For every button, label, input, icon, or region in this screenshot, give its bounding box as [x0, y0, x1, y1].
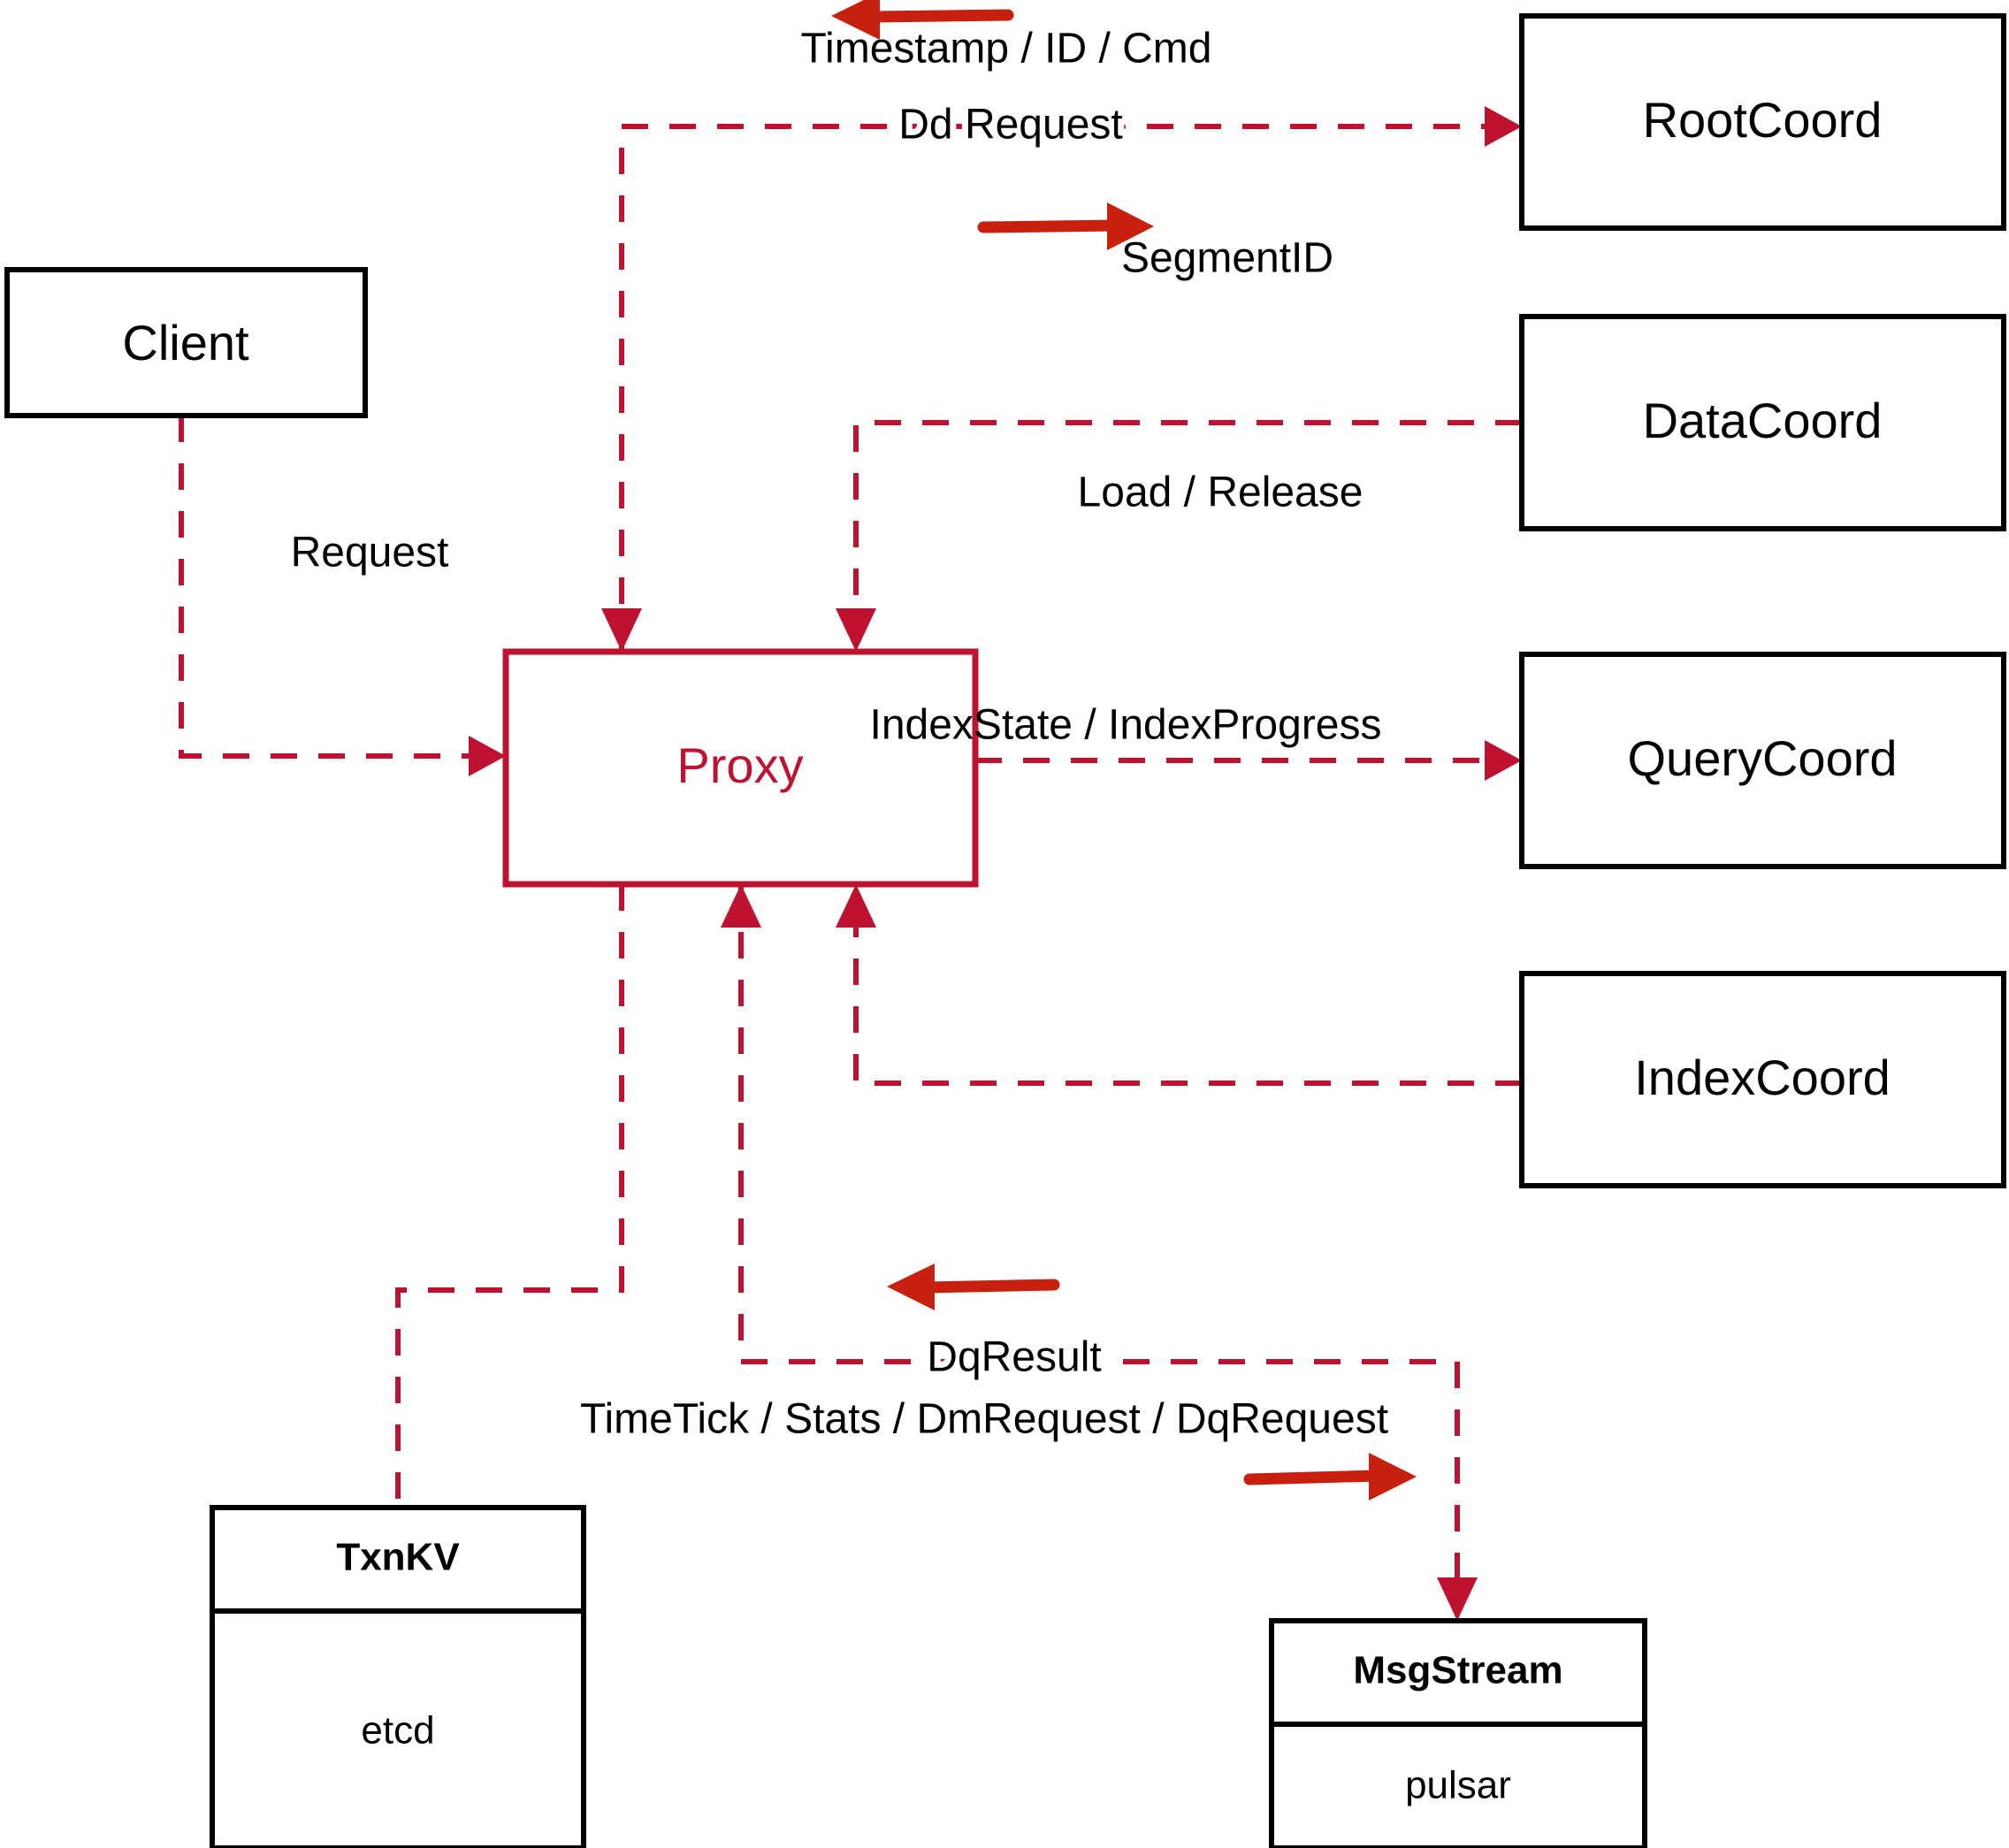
flow-arrow-dq-request-head: [1369, 1453, 1417, 1501]
txnkv-subtitle: etcd: [361, 1709, 434, 1753]
connection-msgstream-to-proxy: [721, 884, 761, 928]
connection-datacoord-to-proxy: [836, 420, 1522, 652]
arrowhead-proxy-bottom-right-in: [836, 884, 876, 928]
proxy-label: Proxy: [676, 737, 803, 793]
flow-arrow-dq-request-shaft: [1243, 1470, 1384, 1485]
msgstream-title: MsgStream: [1353, 1649, 1562, 1692]
msgstream-box[interactable]: [1269, 1618, 1647, 1848]
indexcoord-label: IndexCoord: [1634, 1050, 1891, 1105]
edge-line-index-state: [853, 927, 1522, 1086]
flow-arrow-dd-request-head: [1107, 202, 1154, 250]
edge-label-time-tick-stats: TimeTick / Stats / DmRequest / DqRequest: [580, 1396, 1388, 1443]
node-querycoord[interactable]: QueryCoord: [1519, 652, 2006, 869]
edge-label-segment-id: SegmentID: [1121, 235, 1333, 282]
node-datacoord[interactable]: DataCoord: [1519, 314, 2006, 531]
node-indexcoord[interactable]: IndexCoord: [1519, 971, 2006, 1188]
flow-arrow-timestamp: [831, 0, 1014, 40]
indexcoord-box[interactable]: [1519, 971, 2006, 1188]
connection-rootcoord-to-proxy: [601, 608, 642, 652]
edge-label-load-release: Load / Release: [1078, 470, 1364, 516]
edge-line-dd-request: [619, 124, 1503, 652]
flow-arrow-dq-result-head: [887, 1264, 935, 1310]
client-label: Client: [122, 315, 249, 370]
querycoord-box[interactable]: [1519, 652, 2006, 869]
edge-line-segment-id: [853, 420, 1522, 610]
flow-arrow-dd-request-shaft: [977, 219, 1122, 233]
connection-proxy-to-msgstream: [738, 884, 1478, 1621]
connection-proxy-to-txnkv: [395, 884, 624, 1508]
txnkv-box[interactable]: [210, 1505, 586, 1848]
edge-label-timestamp-id-cmd: Timestamp / ID / Cmd: [801, 26, 1212, 73]
edge-label-dq-result: DqResult: [927, 1334, 1101, 1381]
connection-client-to-proxy: [179, 416, 506, 776]
node-rootcoord[interactable]: RootCoord: [1519, 13, 2006, 231]
arrowhead-proxy-left-in: [469, 736, 506, 776]
arrowhead-proxy-bottom-middle-in: [721, 884, 761, 928]
edge-label-index-state-progress: IndexState / IndexProgress: [870, 702, 1382, 749]
arrowhead-querycoord-in: [1485, 740, 1522, 781]
flow-arrow-dd-request: [977, 202, 1154, 250]
querycoord-label: QueryCoord: [1627, 730, 1897, 786]
arrowhead-proxy-top-right-in: [836, 608, 876, 652]
connection-indexcoord-to-proxy: [836, 884, 1522, 1086]
node-txnkv[interactable]: TxnKV etcd: [210, 1505, 586, 1848]
edge-label-dd-request: Dd Request: [898, 102, 1122, 149]
flow-arrow-dq-request: [1243, 1453, 1417, 1501]
edge-line-request: [179, 416, 487, 759]
datacoord-box[interactable]: [1519, 314, 2006, 531]
flow-arrow-dq-result-shaft: [920, 1279, 1060, 1294]
node-proxy[interactable]: Proxy: [502, 648, 979, 888]
flow-arrow-timestamp-head: [831, 0, 880, 40]
arrowhead-msgstream-in: [1437, 1577, 1478, 1621]
rootcoord-box[interactable]: [1519, 13, 2006, 231]
proxy-box[interactable]: [502, 648, 979, 888]
msgstream-subtitle: pulsar: [1405, 1764, 1511, 1807]
flow-arrow-dq-result: [887, 1264, 1060, 1310]
node-msgstream[interactable]: MsgStream pulsar: [1269, 1618, 1647, 1848]
arrowhead-proxy-top-left-in: [601, 608, 642, 652]
connection-proxy-to-querycoord: [975, 740, 1522, 781]
edge-label-request: Request: [291, 530, 449, 577]
node-client[interactable]: Client: [4, 267, 368, 418]
arrowhead-rootcoord-in: [1485, 106, 1522, 147]
client-box[interactable]: [4, 267, 368, 418]
edge-line-txnkv: [395, 884, 624, 1508]
txnkv-title: TxnKV: [336, 1536, 460, 1579]
edge-line-msgstream-out: [738, 884, 1460, 1578]
datacoord-label: DataCoord: [1643, 393, 1883, 448]
flow-arrow-timestamp-shaft: [865, 9, 1014, 23]
rootcoord-label: RootCoord: [1643, 92, 1883, 148]
connection-proxy-to-rootcoord: [619, 106, 1522, 652]
